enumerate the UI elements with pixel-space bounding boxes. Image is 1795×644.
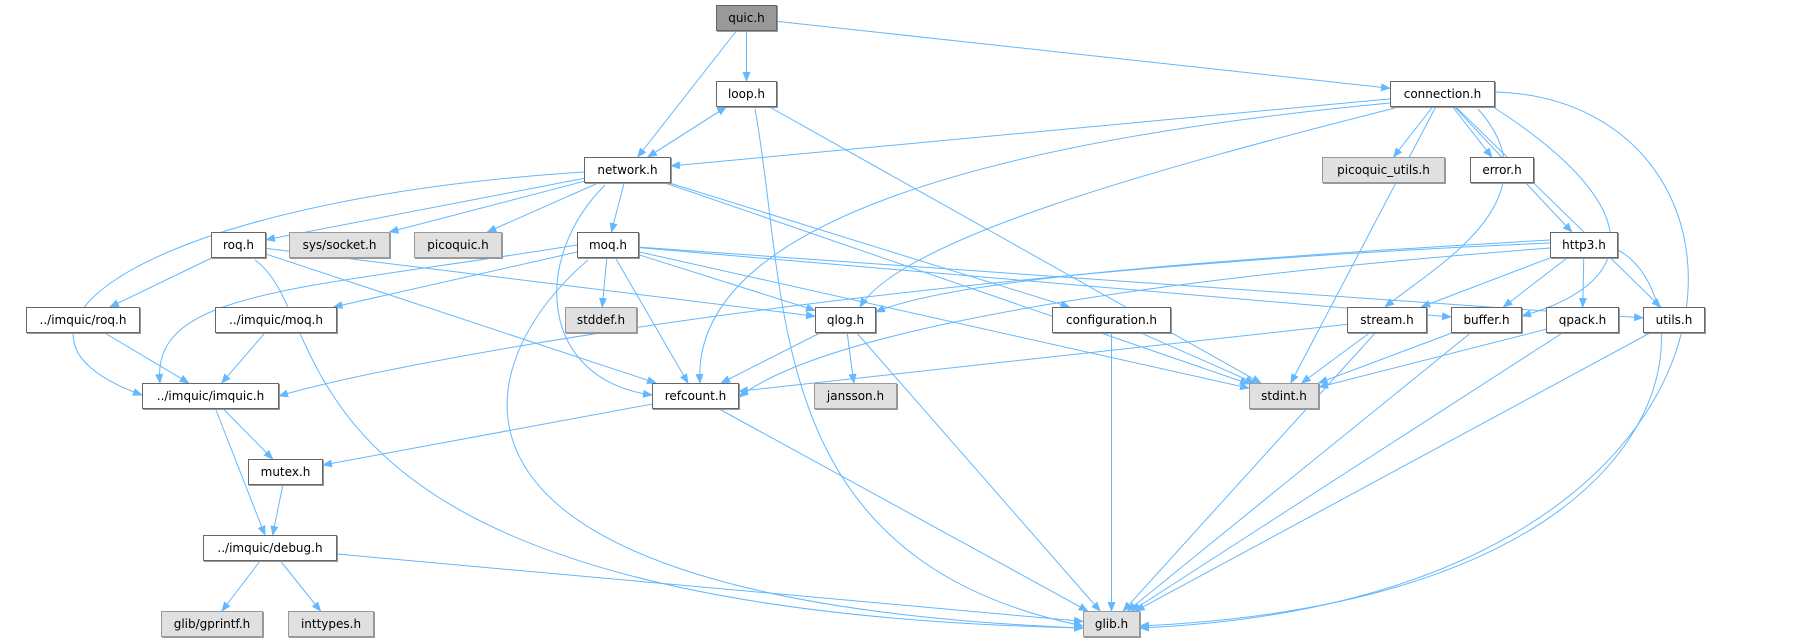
edge-quic-to-network: [637, 30, 737, 158]
edge-roq-to-glib: [254, 259, 1084, 632]
node-qlog[interactable]: qlog.h: [815, 307, 876, 333]
edge-stream-to-refcount: [738, 323, 1348, 395]
edge-roq-to-imquic_roq: [109, 257, 212, 308]
edge-refcount-to-glib: [718, 408, 1089, 612]
edge-http3-to-qlog: [875, 239, 1551, 313]
edge-network-to-loop: [647, 106, 727, 158]
node-picoquic: picoquic.h: [414, 232, 502, 258]
node-refcount[interactable]: refcount.h: [652, 383, 739, 409]
node-gprintf: glib/gprintf.h: [161, 611, 263, 637]
edge-configuration-to-stdint: [1140, 332, 1256, 384]
node-network[interactable]: network.h: [584, 157, 671, 183]
edge-network-to-stdint: [665, 182, 1250, 385]
node-inttypes: inttypes.h: [288, 611, 374, 637]
edge-mutex-to-debug: [270, 484, 284, 536]
edge-network-to-picoquic: [486, 182, 599, 233]
edge-moq-to-utils: [638, 246, 1644, 322]
edge-imquic-to-mutex: [222, 408, 274, 460]
node-stream[interactable]: stream.h: [1347, 307, 1427, 333]
node-jansson: jansson.h: [814, 383, 897, 409]
node-quic: quic.h: [716, 5, 777, 31]
edge-imquic_moq-to-imquic: [221, 332, 266, 384]
node-qpack[interactable]: qpack.h: [1546, 307, 1619, 333]
edge-qpack-to-glib: [1130, 332, 1563, 612]
edge-http3-to-glib: [1139, 249, 1662, 630]
edge-connection-to-picoquic_utils: [1392, 106, 1433, 158]
edge-moq-to-stdint: [638, 251, 1250, 391]
edge-imquic_roq-to-imquic: [104, 332, 190, 384]
edge-moq-to-imquic_moq: [332, 251, 578, 309]
edge-network-to-roq: [265, 177, 585, 242]
edge-moq-to-imquic: [155, 244, 578, 384]
edge-http3-to-refcount: [738, 247, 1551, 398]
edge-moq-to-stddef: [599, 257, 608, 308]
edge-utils-to-glib: [1134, 332, 1651, 612]
edge-http3-to-buffer: [1502, 257, 1568, 308]
edge-connection-to-stdint: [1290, 106, 1437, 384]
edge-network-to-configuration: [669, 182, 1071, 309]
node-imquic[interactable]: ../imquic/imquic.h: [142, 383, 279, 409]
edge-moq-to-qlog: [638, 254, 816, 312]
edge-qpack-to-stdint: [1318, 328, 1547, 389]
node-syssocket: sys/socket.h: [289, 232, 390, 258]
edge-qlog-to-jansson: [846, 332, 857, 384]
node-utils[interactable]: utils.h: [1643, 307, 1705, 333]
edge-loop-to-glib: [754, 108, 1084, 629]
edge-network-to-syssocket: [388, 180, 585, 234]
edge-debug-to-inttypes: [280, 560, 322, 612]
edge-http3-to-qpack: [1578, 257, 1587, 308]
edge-buffer-to-stdint: [1317, 332, 1453, 384]
node-moq[interactable]: moq.h: [577, 232, 639, 258]
edge-http3-to-imquic: [278, 242, 1551, 398]
edge-connection-to-qlog: [859, 107, 1396, 308]
edge-connection-to-utils: [1455, 106, 1662, 308]
edge-buffer-to-glib: [1126, 332, 1471, 612]
edge-connection-to-stream: [1384, 108, 1505, 308]
node-stdint: stdint.h: [1249, 383, 1319, 409]
edge-connection-to-glib: [1139, 91, 1689, 632]
node-http3[interactable]: http3.h: [1550, 232, 1618, 258]
edge-connection-to-refcount: [695, 102, 1391, 384]
edge-quic-to-connection: [776, 20, 1391, 92]
edge-moq-to-buffer: [638, 247, 1452, 321]
edge-connection-to-error: [1452, 106, 1493, 158]
node-error[interactable]: error.h: [1470, 157, 1534, 183]
edge-network-to-refcount: [556, 184, 653, 398]
edge-moq-to-refcount: [615, 257, 689, 384]
node-connection[interactable]: connection.h: [1390, 81, 1495, 107]
node-configuration[interactable]: configuration.h: [1052, 307, 1171, 333]
edge-qlog-to-glib: [856, 332, 1101, 612]
edge-roq-to-qlog: [265, 247, 816, 320]
edge-stream-to-glib: [1122, 332, 1376, 612]
edge-stream-to-stdint: [1300, 332, 1370, 384]
edge-loop-to-stdint: [769, 106, 1262, 384]
node-buffer[interactable]: buffer.h: [1451, 307, 1522, 333]
node-debug[interactable]: ../imquic/debug.h: [203, 535, 337, 561]
edge-debug-to-gprintf: [221, 560, 261, 612]
edge-qlog-to-refcount: [720, 332, 821, 384]
edge-network-to-moq: [609, 182, 625, 233]
edge-debug-to-glib: [336, 553, 1084, 625]
node-roq[interactable]: roq.h: [211, 232, 266, 258]
edge-moq-to-glib: [506, 259, 1084, 632]
node-loop[interactable]: loop.h: [716, 81, 777, 107]
node-glib: glib.h: [1083, 611, 1140, 637]
node-stddef: stddef.h: [565, 307, 637, 333]
edge-http3-to-stream: [1420, 257, 1551, 308]
edge-refcount-to-mutex: [322, 403, 653, 468]
node-imquic_roq[interactable]: ../imquic/roq.h: [26, 307, 140, 333]
edge-imquic-to-debug: [215, 408, 266, 536]
edge-roq-to-refcount: [265, 253, 658, 384]
edge-connection-to-buffer: [1489, 104, 1612, 318]
edge-connection-to-network: [670, 98, 1391, 170]
edge-network-to-imquic: [72, 171, 585, 396]
node-mutex[interactable]: mutex.h: [248, 459, 323, 485]
node-picoquic_utils: picoquic_utils.h: [1322, 157, 1445, 183]
node-imquic_moq[interactable]: ../imquic/moq.h: [215, 307, 337, 333]
